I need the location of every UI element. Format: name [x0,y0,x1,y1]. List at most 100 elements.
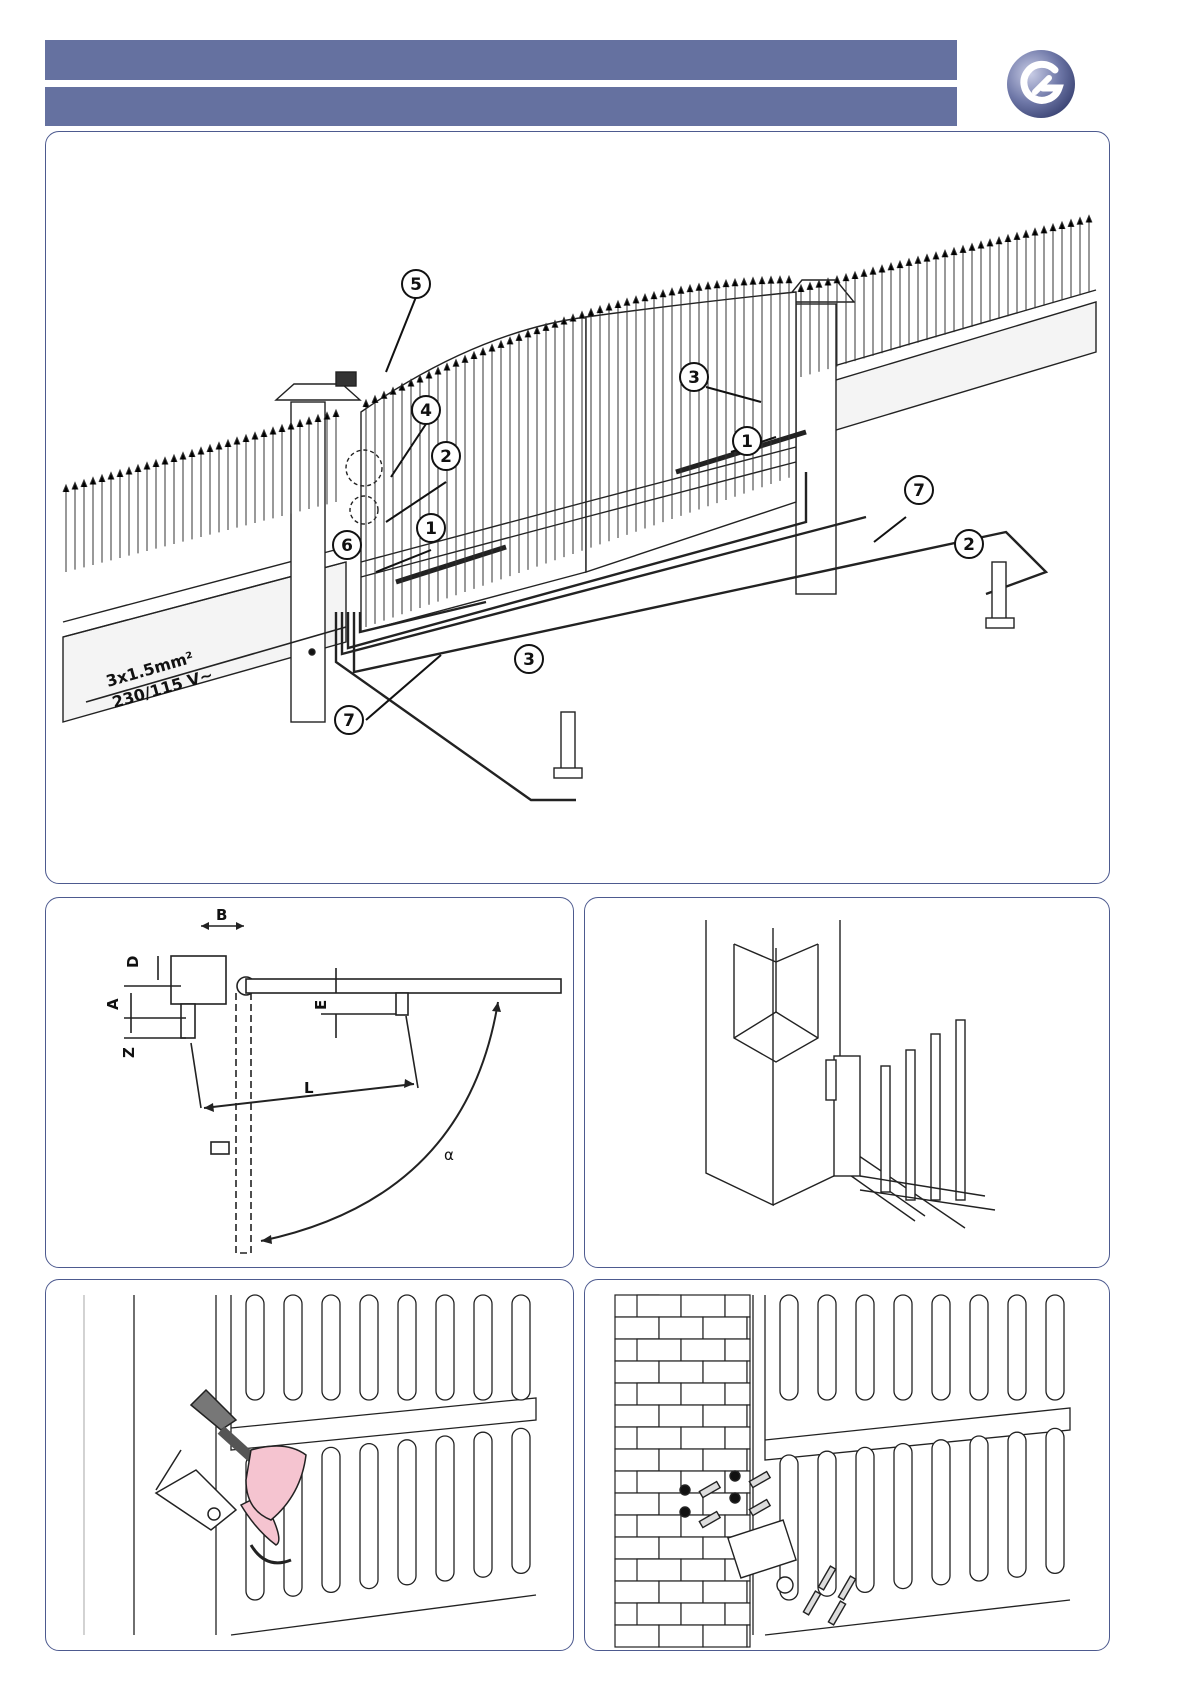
gate-bar [970,1295,988,1400]
railing-picket [1050,224,1056,303]
railing-picket [861,270,867,359]
gate-bar [322,1295,340,1400]
wall-brick [637,1339,681,1361]
wall-brick [615,1449,659,1471]
railing-picket [951,248,957,332]
railing-picket [897,261,903,348]
gate-bar [360,1444,378,1589]
wall-brick [681,1383,725,1405]
railing-picket [198,448,204,538]
railing-picket [1032,229,1038,309]
railing-picket [261,430,267,521]
wall-brick [703,1405,747,1427]
header-bar-bottom [45,87,957,126]
wall-brick [637,1471,681,1493]
wall-brick [659,1405,703,1427]
callout-1b-label: 1 [741,432,753,452]
dim-z-label: Z [120,1047,138,1058]
wall-brick [615,1493,659,1515]
gate-bar [436,1436,454,1581]
gate-bar [474,1432,492,1577]
railing-picket [144,463,150,552]
wall-brick [747,1405,750,1427]
wall-brick [747,1361,750,1383]
installation-overview-panel: 5 4 2 1 6 3 1 7 2 3 7 3x1.5mm² 230/115 V… [45,131,1110,884]
gate-bar [512,1295,530,1400]
railing-picket [915,257,921,343]
wall-brick [703,1449,747,1471]
wall-brick [747,1581,750,1603]
wall-brick [703,1317,747,1339]
railing-picket [942,250,948,335]
gate-bar [1046,1295,1064,1400]
dim-e-label: E [312,1000,330,1010]
railing-picket [162,458,168,547]
wall-brick [637,1515,681,1537]
wall-brick [681,1603,725,1625]
callout-2-label: 2 [440,447,452,467]
railing-picket [81,480,87,567]
wall-brick [725,1339,750,1361]
railing-picket [996,237,1002,319]
railing-picket [969,244,975,327]
gate-bar [894,1444,912,1589]
gate-bar [1046,1428,1064,1573]
gate-brand-logo-icon [1005,48,1077,120]
wall-brick [725,1295,750,1317]
callout-3-label: 3 [688,368,700,388]
wall-brick [747,1493,750,1515]
wall-brick [659,1537,703,1559]
callout-5-label: 5 [410,275,422,295]
dim-d-label: D [124,956,142,968]
gate-bar [856,1447,874,1592]
callout-7b-label: 7 [343,711,355,731]
railing-picket [1005,235,1011,316]
gate-bar [1008,1432,1026,1577]
railing-picket [888,263,894,350]
dim-a-label: A [104,998,122,1010]
gate-bar [932,1295,950,1400]
wall-brick [725,1383,750,1405]
gate-bar [1008,1295,1026,1400]
wall-brick [659,1581,703,1603]
gate-bar [970,1436,988,1581]
wall-brick [659,1625,703,1647]
railing-picket [234,438,240,528]
dim-b-label: B [216,906,227,924]
callout-6-label: 6 [341,536,353,556]
railing-picket [924,255,930,340]
callout-7-label: 7 [913,481,925,501]
wall-brick [681,1339,725,1361]
arm-geometry-panel: B D A Z E L α [45,897,574,1268]
railing-picket [333,410,339,502]
railing-picket [180,453,186,542]
wall-brick [703,1625,747,1647]
pillar-detail-panel [584,897,1110,1268]
header-bar-top [45,40,957,80]
railing-picket [90,478,96,566]
railing-picket [1068,220,1074,298]
gate-bar [284,1295,302,1400]
bracket-anchoring-panel [584,1279,1110,1651]
wall-brick [615,1537,659,1559]
bracket-welding-panel [45,1279,574,1651]
railing-picket [906,259,912,345]
gate-bar [474,1295,492,1400]
railing-picket [189,450,195,539]
railing-picket [171,455,177,544]
railing-picket [987,239,993,321]
callout-3b-label: 3 [523,650,535,670]
railing-picket [135,465,141,553]
gate-bar [398,1440,416,1585]
wall-brick [615,1581,659,1603]
railing-picket [117,470,123,558]
wall-brick [637,1383,681,1405]
wall-brick [637,1603,681,1625]
dim-l-label: L [304,1079,314,1097]
railing-picket [207,445,213,535]
gate-bar [818,1295,836,1400]
wall-brick [615,1625,659,1647]
wall-brick [747,1449,750,1471]
wall-brick [681,1295,725,1317]
railing-picket [252,433,258,524]
